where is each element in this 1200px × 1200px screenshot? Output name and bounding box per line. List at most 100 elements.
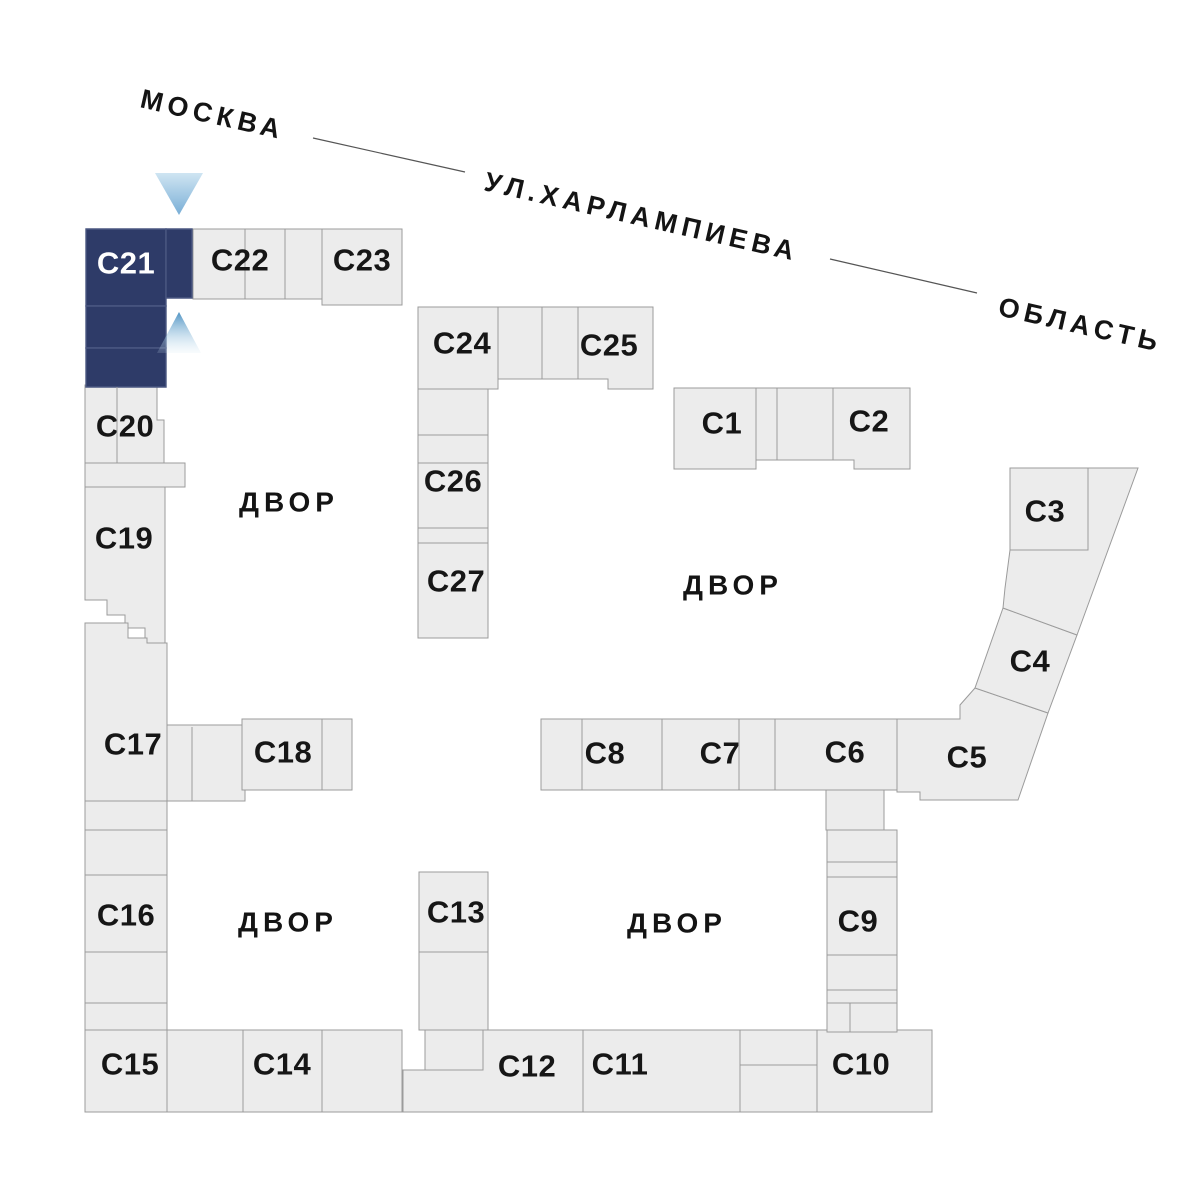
building-c19[interactable]: C19 — [84, 486, 166, 646]
street-label-oblast: ОБЛАСТЬ — [996, 292, 1166, 358]
c4-label: C4 — [1010, 644, 1051, 679]
building-c17[interactable]: C17 — [84, 622, 246, 876]
c21-part — [85, 347, 167, 388]
building-c23[interactable]: C23 — [321, 228, 403, 306]
building-c21[interactable]: C21 — [85, 228, 193, 388]
courtyard-label: ДВОР — [627, 908, 727, 939]
building-c7[interactable]: C7 — [661, 718, 776, 791]
c20-label: C20 — [96, 409, 154, 444]
c13-part — [424, 1029, 484, 1071]
building-c8[interactable]: C8 — [540, 718, 663, 791]
street-label-moskva: МОСКВА — [138, 84, 288, 146]
c16-part — [84, 1002, 168, 1031]
building-c9[interactable]: C9 — [825, 789, 898, 1033]
c13-label: C13 — [427, 895, 485, 930]
building-c15[interactable]: C15 — [84, 1029, 168, 1113]
c23-part — [321, 228, 403, 306]
street-line — [312, 137, 466, 173]
c23-label: C23 — [333, 243, 391, 278]
c17-label: C17 — [104, 727, 162, 762]
c17-part — [84, 622, 246, 802]
building-c20[interactable]: C20 — [84, 384, 186, 488]
building-c16[interactable]: C16 — [84, 874, 168, 1031]
c8-part — [540, 718, 583, 791]
c27-part — [417, 542, 489, 639]
c10-part — [739, 1029, 818, 1066]
c21-part — [165, 228, 193, 299]
c3-part — [1002, 467, 1139, 636]
c6-label: C6 — [825, 735, 866, 770]
c24-part — [497, 306, 543, 380]
entrance-arrow-up — [157, 312, 201, 353]
building-c26[interactable]: C26 — [417, 388, 489, 529]
c9-part — [826, 954, 898, 991]
c14-part — [321, 1029, 403, 1113]
c2-part — [832, 387, 911, 470]
c22-label: C22 — [211, 243, 269, 278]
c11-label: C11 — [592, 1047, 649, 1082]
c9-part — [825, 789, 885, 831]
c1-part — [755, 387, 778, 461]
c16-label: C16 — [97, 898, 155, 933]
street-line — [829, 258, 978, 294]
c13-part — [418, 951, 489, 1031]
c17-part — [84, 829, 168, 876]
c16-part — [84, 951, 168, 1004]
c9-part — [826, 861, 898, 878]
c22-part — [284, 228, 323, 300]
c14-label: C14 — [253, 1047, 312, 1082]
building-c6[interactable]: C6 — [774, 718, 898, 791]
c5-part — [896, 687, 1049, 801]
courtyard-label: ДВОР — [239, 487, 339, 518]
c18-part — [321, 718, 353, 791]
c1-part — [673, 387, 757, 470]
building-c24[interactable]: C24 — [417, 306, 579, 390]
building-c11[interactable]: C11 — [582, 1029, 741, 1113]
c21-label: C21 — [97, 246, 155, 281]
c17-part — [84, 800, 168, 831]
c24-label: C24 — [433, 326, 492, 361]
building-c25[interactable]: C25 — [577, 306, 654, 390]
c7-part — [738, 718, 776, 791]
c12-label: C12 — [498, 1049, 556, 1084]
c19-label: C19 — [95, 521, 153, 556]
c2-part — [776, 387, 834, 461]
c26-part — [417, 434, 489, 464]
c18-label: C18 — [254, 735, 312, 770]
building-c2[interactable]: C2 — [776, 387, 911, 470]
building-c10[interactable]: C10 — [739, 1029, 933, 1113]
building-c1[interactable]: C1 — [673, 387, 778, 470]
c19-part — [84, 486, 166, 646]
street-label-kharlampieva: УЛ.ХАРЛАМПИЕВА — [482, 167, 802, 267]
building-c18[interactable]: C18 — [241, 718, 353, 791]
c9-label: C9 — [838, 904, 879, 939]
courtyard-label: ДВОР — [238, 907, 338, 938]
c9-part — [826, 829, 898, 863]
building-c22[interactable]: C22 — [192, 228, 323, 300]
building-c3[interactable]: C3 — [1002, 467, 1139, 636]
c25-label: C25 — [580, 328, 638, 363]
building-c13[interactable]: C13 — [418, 871, 489, 1071]
c7-label: C7 — [700, 736, 741, 771]
c27-part — [417, 527, 489, 544]
c3-label: C3 — [1025, 494, 1066, 529]
building-c14[interactable]: C14 — [166, 1029, 403, 1113]
building-c5[interactable]: C5 — [896, 687, 1049, 801]
building-c12[interactable]: C12 — [402, 1029, 584, 1113]
c10-label: C10 — [832, 1047, 890, 1082]
c5-label: C5 — [947, 740, 988, 775]
c9-part — [826, 989, 898, 1033]
c15-label: C15 — [101, 1047, 159, 1082]
c21-part — [85, 305, 167, 349]
c24-part — [417, 306, 499, 390]
c26-part — [417, 388, 489, 436]
c26-label: C26 — [424, 464, 482, 499]
building-c27[interactable]: C27 — [417, 527, 489, 639]
c27-label: C27 — [427, 564, 485, 599]
c2-label: C2 — [849, 404, 890, 439]
c10-part — [739, 1064, 818, 1113]
c25-part — [577, 306, 654, 390]
c24-part — [541, 306, 579, 380]
